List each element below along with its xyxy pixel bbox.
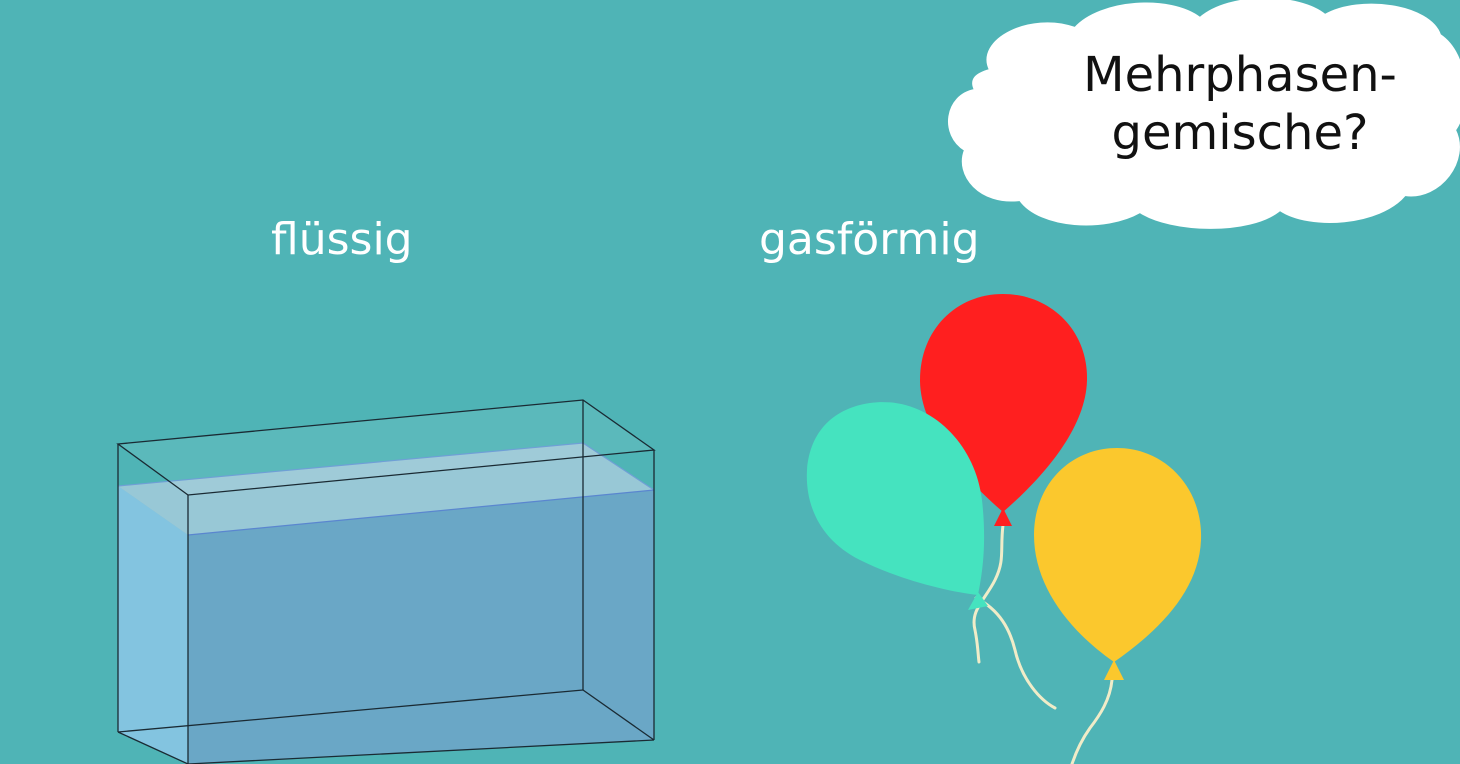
water-line-front bbox=[187, 489, 655, 536]
cloud-shape bbox=[948, 0, 1460, 229]
cloud-question: Mehrphasen- gemische? bbox=[1040, 46, 1440, 162]
turquoise-balloon-string bbox=[974, 596, 1057, 710]
turquoise-balloon bbox=[806, 402, 988, 610]
tank-front-water bbox=[188, 490, 654, 764]
tank-left-water bbox=[118, 486, 188, 764]
water-tank bbox=[116, 399, 656, 764]
water-surface bbox=[118, 443, 654, 535]
yellow-balloon-string bbox=[1070, 678, 1114, 764]
tank-glass-top bbox=[118, 400, 654, 495]
thought-cloud bbox=[948, 0, 1460, 229]
tank-edges bbox=[116, 399, 656, 764]
gas-label: gasförmig bbox=[759, 214, 980, 265]
yellow-balloon bbox=[1034, 448, 1202, 680]
cloud-line-2: gemische? bbox=[1111, 105, 1369, 161]
cloud-line-1: Mehrphasen- bbox=[1083, 47, 1397, 103]
liquid-label: flüssig bbox=[271, 214, 413, 265]
